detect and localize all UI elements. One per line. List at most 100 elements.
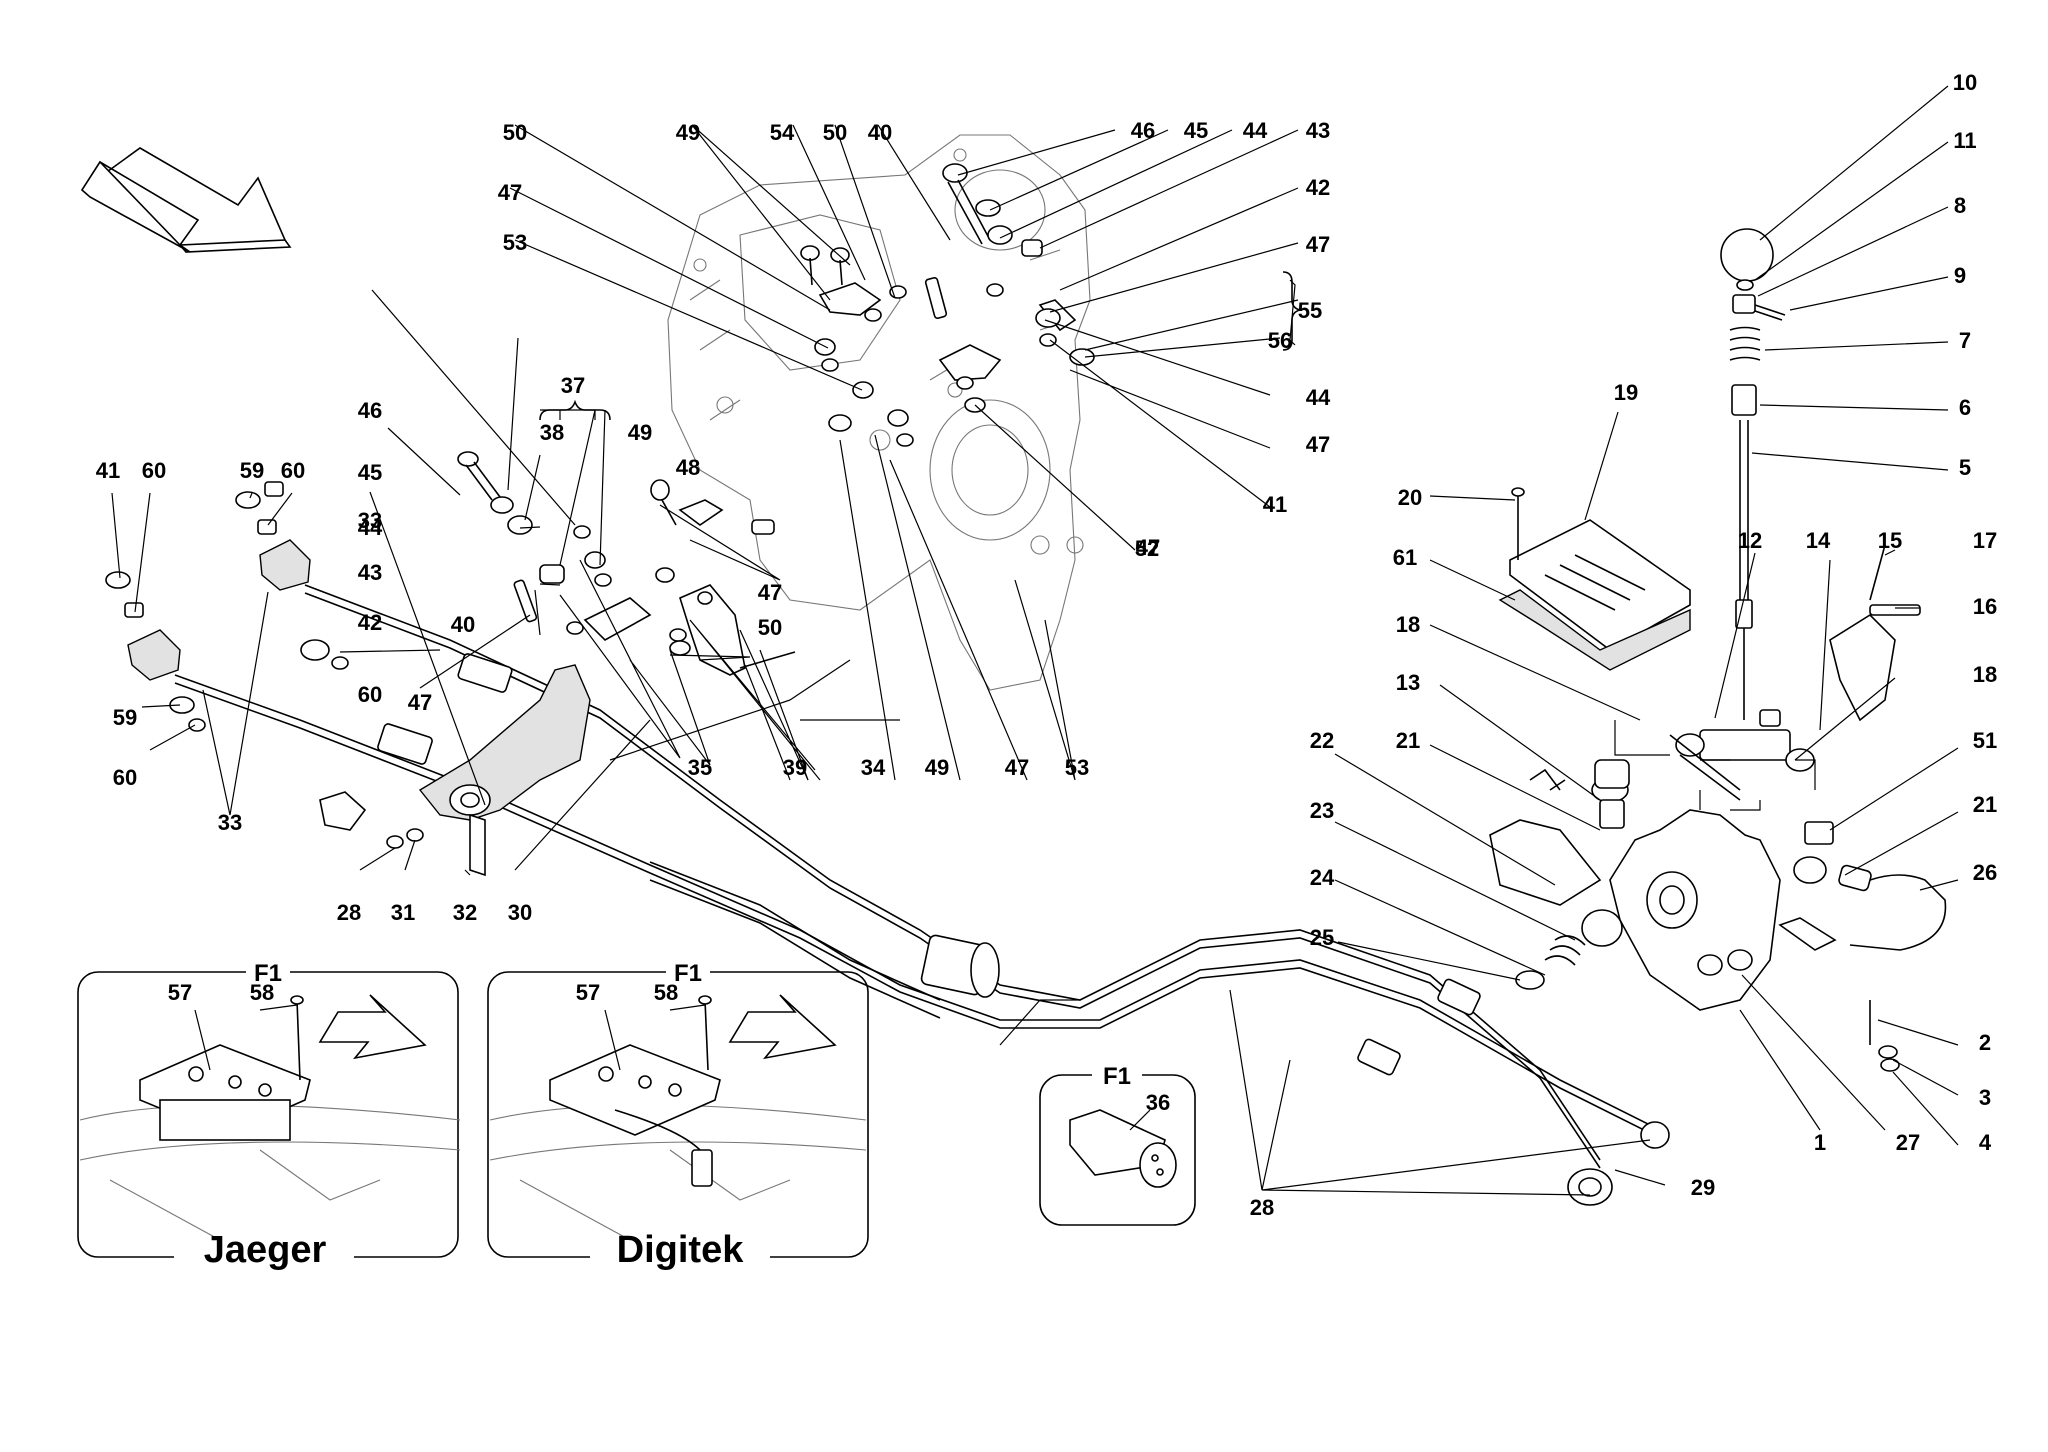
- part-number-label: 44: [1306, 385, 1331, 410]
- inset-plug-tag: F1: [1103, 1063, 1131, 1090]
- part-number-label: 34: [861, 755, 886, 780]
- part-number-label: 29: [1691, 1175, 1715, 1200]
- part-number-label: 28: [337, 900, 361, 925]
- part-number-label: 47: [758, 580, 782, 605]
- part-number-label: 43: [358, 560, 382, 585]
- part-number-label: 37: [561, 373, 585, 398]
- part-number-label: 3: [1979, 1085, 1991, 1110]
- part-number-label: 49: [676, 120, 700, 145]
- part-number-label: 5: [1959, 455, 1971, 480]
- part-number-label: 47: [498, 180, 522, 205]
- inset-digitek-part-b: 58: [654, 980, 678, 1005]
- inset-plug: [1039, 1062, 1196, 1226]
- inset-jaeger-tag: F1: [254, 960, 282, 987]
- part-number-label: 8: [1954, 193, 1966, 218]
- part-number-label: 54: [770, 120, 795, 145]
- part-number-label: 47: [408, 690, 432, 715]
- part-number-label: 44: [358, 515, 383, 540]
- shift-cables: [174, 584, 1670, 1206]
- part-number-label: 1: [1814, 1130, 1826, 1155]
- part-number-label: 44: [1243, 118, 1268, 143]
- part-number-label: 18: [1973, 662, 1997, 687]
- part-number-label: 46: [1131, 118, 1155, 143]
- part-number-label: 18: [1396, 612, 1420, 637]
- part-number-label: 39: [783, 755, 807, 780]
- part-number-label: 13: [1396, 670, 1420, 695]
- part-number-label: 45: [1184, 118, 1208, 143]
- part-number-label: 33: [218, 810, 242, 835]
- part-number-label: 49: [628, 420, 652, 445]
- part-number-label: 40: [451, 612, 475, 637]
- part-number-label: 42: [358, 610, 382, 635]
- part-number-label: 28: [1250, 1195, 1274, 1220]
- inset-digitek: [487, 960, 869, 1270]
- part-number-label: 60: [142, 458, 166, 483]
- part-number-label: 61: [1393, 545, 1417, 570]
- inset-jaeger-caption: Jaeger: [204, 1229, 327, 1271]
- part-number-label: 47: [1136, 535, 1160, 560]
- part-number-label: 45: [358, 460, 382, 485]
- part-number-label: 22: [1310, 728, 1334, 753]
- inset-jaeger: [77, 960, 461, 1270]
- part-number-label: 25: [1310, 925, 1334, 950]
- part-number-label: 16: [1973, 594, 1997, 619]
- part-number-label: 50: [823, 120, 847, 145]
- part-number-label: 2: [1979, 1030, 1991, 1055]
- part-number-label: 46: [358, 398, 382, 423]
- part-number-label: 27: [1896, 1130, 1920, 1155]
- inset-digitek-tag: F1: [674, 960, 702, 987]
- part-number-label: 43: [1306, 118, 1330, 143]
- part-number-label: 48: [676, 455, 700, 480]
- inset-digitek-part-a: 57: [576, 980, 600, 1005]
- part-number-label: 17: [1973, 528, 1997, 553]
- part-number-label: 12: [1738, 528, 1762, 553]
- part-number-label: 30: [508, 900, 532, 925]
- part-number-label: 14: [1806, 528, 1831, 553]
- part-number-label: 24: [1310, 865, 1335, 890]
- gearbox-housing: [667, 134, 1091, 691]
- part-number-label: 32: [453, 900, 477, 925]
- shift-gate-plate: [1498, 487, 1691, 671]
- part-number-label: 41: [1263, 492, 1287, 517]
- gearbox-fasteners: [800, 163, 1095, 447]
- linkage-hardware: [457, 451, 796, 676]
- part-number-label: 50: [758, 615, 782, 640]
- inset-jaeger-part-b: 58: [250, 980, 274, 1005]
- part-number-label: 10: [1953, 70, 1977, 95]
- part-number-label: 33: [358, 508, 382, 533]
- group-brackets: [539, 271, 1301, 421]
- part-number-label: 35: [688, 755, 712, 780]
- part-number-label: 50: [503, 120, 527, 145]
- part-number-label: 15: [1878, 528, 1902, 553]
- part-number-label: 49: [925, 755, 949, 780]
- part-number-label: 41: [96, 458, 120, 483]
- leader-lines: [111, 85, 1959, 1196]
- part-number-label: 55: [1298, 298, 1322, 323]
- part-number-label: 11: [1953, 128, 1976, 153]
- part-number-label: 21: [1973, 792, 1997, 817]
- part-number-label: 60: [358, 682, 382, 707]
- part-number-label: 31: [391, 900, 415, 925]
- direction-arrow-icon: [80, 147, 292, 253]
- inset-jaeger-part-a: 57: [168, 980, 192, 1005]
- part-number-label: 53: [1065, 755, 1089, 780]
- cable-end-terminals: [105, 481, 367, 831]
- part-number-label: 6: [1959, 395, 1971, 420]
- part-number-label: 59: [113, 705, 137, 730]
- part-number-label: 9: [1954, 263, 1966, 288]
- part-number-label: 47: [1306, 432, 1330, 457]
- part-number-label: 4: [1979, 1130, 1992, 1155]
- part-number-label: 60: [281, 458, 305, 483]
- part-number-label: 23: [1310, 798, 1334, 823]
- gear-lever: [1720, 228, 1786, 720]
- part-number-label: 26: [1973, 860, 1997, 885]
- part-number-label: 59: [240, 458, 264, 483]
- part-number-label: 40: [868, 120, 892, 145]
- part-number-label: 60: [113, 765, 137, 790]
- part-number-label: 7: [1959, 328, 1971, 353]
- inset-plug-part: 36: [1146, 1090, 1170, 1115]
- part-number-label: 42: [1306, 175, 1330, 200]
- part-number-label: 20: [1398, 485, 1422, 510]
